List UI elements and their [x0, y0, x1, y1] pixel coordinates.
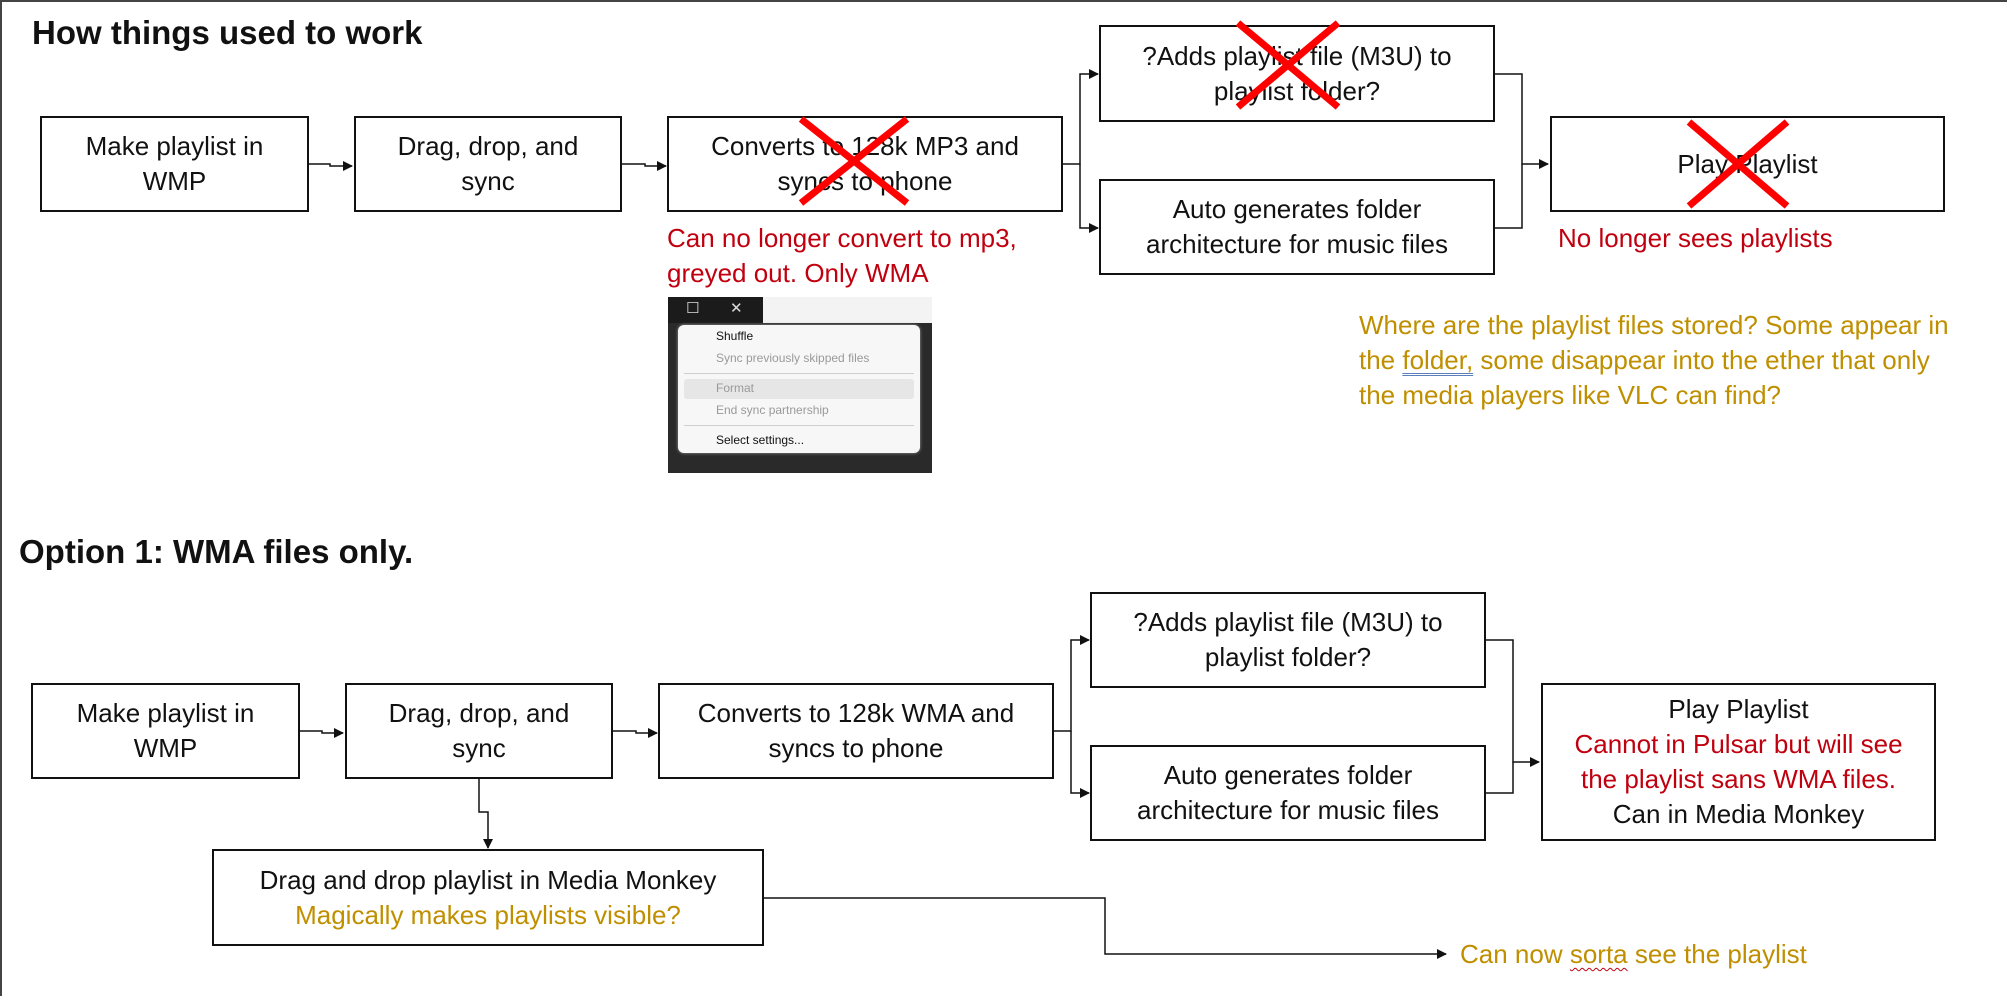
s1-note-cannot-convert-line2: greyed out. Only WMA: [667, 258, 929, 288]
s2-play-playlist-pulsar-line1: Cannot in Pulsar but will see: [1574, 729, 1903, 759]
s1-note-where-line1: Where are the playlist files stored? Som…: [1359, 310, 1949, 340]
arrow-s2-convert-to-auto: [1070, 731, 1090, 798]
s1-converts-box: Converts to 128k MP3 and syncs to phone: [667, 116, 1063, 212]
close-icon: ✕: [730, 299, 743, 317]
s2-auto-generates-box: Auto generates folder architecture for m…: [1090, 745, 1486, 841]
arrow-s2-mediamonkey-to-note: [763, 897, 1447, 959]
menu-item-format: Format: [716, 381, 755, 395]
cross-out-icon-play-playlist: [1686, 119, 1790, 209]
s1-make-playlist-line1: Make playlist in: [85, 131, 264, 161]
s2-adds-playlist-box: ?Adds playlist file (M3U) to playlist fo…: [1090, 592, 1486, 688]
s1-note-cannot-convert: Can no longer convert to mp3, greyed out…: [667, 221, 1017, 291]
s1-note-where-line2c: some disappear into the ether that only: [1473, 345, 1930, 375]
arrow-s2-auto-to-play: [1485, 762, 1514, 794]
s2-media-monkey-line2: Magically makes playlists visible?: [295, 899, 681, 930]
arrow-s1-auto-to-play: [1494, 164, 1523, 229]
s1-drag-drop-line1: Drag, drop, and: [397, 131, 579, 161]
s1-drag-drop-line2: sync: [461, 166, 515, 196]
context-menu-screenshot: ☐ ✕ Shuffle Sync previously skipped file…: [668, 297, 932, 473]
arrow-s1-drag-to-convert: [621, 161, 667, 171]
s1-auto-line2: architecture for music files: [1146, 229, 1448, 259]
s2-media-monkey-line1: Drag and drop playlist in Media Monkey: [259, 864, 717, 895]
cross-out-icon-adds-playlist: [1235, 20, 1341, 110]
s2-adds-line1: ?Adds playlist file (M3U) to: [1133, 607, 1443, 637]
s2-play-playlist-box: Play Playlist Cannot in Pulsar but will …: [1541, 683, 1936, 841]
s2-note-sorta-see: Can now sorta see the playlist: [1460, 937, 1807, 972]
window-background: [763, 297, 932, 323]
s2-make-playlist-box: Make playlist in WMP: [31, 683, 300, 779]
maximize-icon: ☐: [686, 299, 700, 317]
section1-title: How things used to work: [32, 14, 423, 51]
s2-note-sorta-word: sorta: [1569, 939, 1628, 969]
arrow-s1-convert-to-adds: [1062, 69, 1099, 165]
s1-make-playlist-line2: WMP: [142, 166, 207, 196]
arrow-s1-convert-to-auto: [1079, 164, 1099, 233]
s2-media-monkey-box: Drag and drop playlist in Media Monkey M…: [212, 849, 764, 946]
arrow-s2-make-to-drag: [299, 728, 344, 738]
menu-item-sync-skipped: Sync previously skipped files: [716, 351, 870, 365]
menu-item-shuffle: Shuffle: [716, 329, 754, 343]
s1-note-where-folder-word: folder,: [1402, 345, 1474, 375]
context-menu: Shuffle Sync previously skipped files Fo…: [678, 325, 920, 453]
menu-separator: [684, 425, 914, 426]
s2-play-playlist-mediamonkey-line: Can in Media Monkey: [1612, 799, 1865, 829]
arrow-s1-adds-to-play: [1494, 73, 1549, 169]
s2-note-sorta-part3: see the playlist: [1627, 939, 1807, 969]
menu-item-end-sync: End sync partnership: [716, 403, 829, 417]
section2-title: Option 1: WMA files only.: [19, 533, 414, 570]
s2-play-playlist-pulsar-line2: the playlist sans WMA files.: [1581, 764, 1896, 794]
s2-drag-drop-line1: Drag, drop, and: [388, 698, 570, 728]
cross-out-icon-converts: [798, 116, 910, 206]
s2-converts-line2: syncs to phone: [768, 733, 944, 763]
menu-item-highlight: [684, 379, 914, 399]
s2-make-playlist-line2: WMP: [133, 733, 198, 763]
arrow-s1-make-to-drag: [308, 161, 353, 171]
s2-converts-box: Converts to 128k WMA and syncs to phone: [658, 683, 1054, 779]
s2-auto-line2: architecture for music files: [1137, 795, 1439, 825]
s2-converts-line1: Converts to 128k WMA and: [697, 698, 1015, 728]
s1-auto-generates-box: Auto generates folder architecture for m…: [1099, 179, 1495, 275]
s2-drag-drop-sync-box: Drag, drop, and sync: [345, 683, 613, 779]
s1-note-where-line3: the media players like VLC can find?: [1359, 380, 1782, 410]
s2-note-sorta-part1: Can now: [1460, 939, 1570, 969]
s1-note-where-line2: the folder, some disappear into the ethe…: [1359, 343, 1949, 378]
s2-adds-line2: playlist folder?: [1204, 642, 1372, 672]
window-titlebar: [668, 297, 763, 323]
s1-note-where-line2a: the: [1359, 345, 1403, 375]
s1-make-playlist-box: Make playlist in WMP: [40, 116, 309, 212]
s2-auto-line1: Auto generates folder: [1163, 760, 1413, 790]
arrow-s2-convert-to-adds: [1053, 635, 1090, 732]
s1-note-where-stored: Where are the playlist files stored? Som…: [1359, 308, 1949, 413]
arrow-s2-adds-to-play: [1485, 639, 1540, 767]
s1-auto-line1: Auto generates folder: [1172, 194, 1422, 224]
s1-note-no-longer-sees: No longer sees playlists: [1558, 223, 1833, 253]
arrow-s2-drag-to-convert: [612, 728, 658, 738]
s2-make-playlist-line1: Make playlist in: [76, 698, 255, 728]
s2-drag-drop-line2: sync: [452, 733, 506, 763]
s2-play-playlist-label: Play Playlist: [1668, 694, 1809, 724]
menu-separator: [684, 373, 914, 374]
menu-item-select-settings: Select settings...: [716, 433, 805, 447]
s1-drag-drop-sync-box: Drag, drop, and sync: [354, 116, 622, 212]
s1-note-cannot-convert-line1: Can no longer convert to mp3,: [667, 223, 1017, 253]
arrow-s2-drag-to-mediamonkey: [478, 778, 493, 849]
